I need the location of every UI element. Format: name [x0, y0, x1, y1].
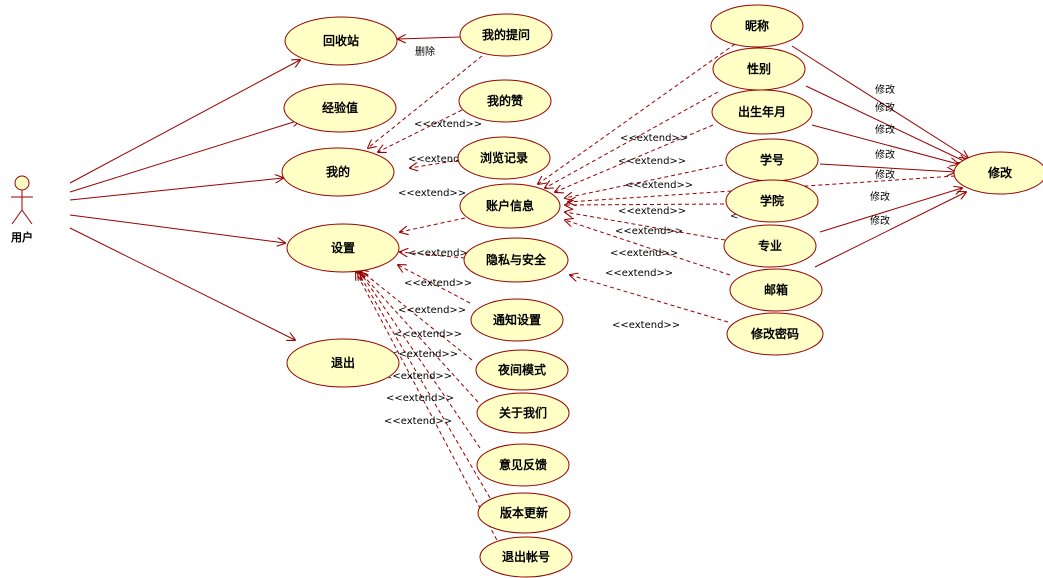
use-case-college[interactable]: 学院	[725, 179, 819, 223]
svg-text:<<extend>>: <<extend>>	[384, 416, 452, 427]
use-case-student-id[interactable]: 学号	[725, 138, 819, 182]
svg-text:<<extend>>: <<extend>>	[398, 305, 466, 316]
svg-text:修改: 修改	[870, 214, 890, 227]
use-case-my-likes[interactable]: 我的赞	[458, 79, 552, 123]
use-case-history[interactable]: 浏览记录	[457, 136, 551, 180]
svg-text:<<extend>>: <<extend>>	[610, 248, 678, 259]
actor-associations	[69, 60, 300, 340]
actor-label: 用户	[11, 230, 33, 244]
extend-modify-account	[568, 175, 956, 202]
actor-user[interactable]: 用户	[11, 175, 33, 244]
use-case-modify[interactable]: 修改	[953, 151, 1043, 195]
use-case-notify[interactable]: 通知设置	[470, 298, 564, 342]
svg-text:修改: 修改	[875, 148, 895, 161]
svg-text:<<extend>>: <<extend>>	[605, 268, 673, 279]
use-case-privacy[interactable]: 隐私与安全	[463, 237, 569, 283]
extend-to-mine	[368, 55, 483, 232]
svg-text:修改: 修改	[875, 83, 895, 96]
svg-text:<<extend>>: <<extend>>	[408, 154, 476, 165]
use-case-account-info[interactable]: 账户信息	[459, 183, 561, 229]
use-case-experience[interactable]: 经验值	[283, 83, 397, 133]
use-case-email[interactable]: 邮箱	[729, 268, 823, 312]
svg-text:修改: 修改	[875, 168, 895, 181]
assoc-experience	[69, 120, 300, 193]
extend-to-settings	[356, 252, 501, 547]
svg-text:<<extend>>: <<extend>>	[386, 393, 454, 404]
assoc-recycle	[69, 60, 300, 184]
use-case-update[interactable]: 版本更新	[477, 492, 571, 534]
svg-text:<<extend>>: <<extend>>	[620, 133, 688, 144]
use-case-feedback[interactable]: 意见反馈	[476, 443, 570, 487]
svg-text:修改: 修改	[875, 101, 895, 114]
delete-label: 删除	[415, 45, 435, 58]
assoc-mine	[69, 178, 283, 201]
svg-text:<<extend>>: <<extend>>	[390, 349, 458, 360]
modify-labels: 修改 修改 修改 修改 修改 修改 修改	[870, 83, 895, 227]
svg-text:<<extend>>: <<extend>>	[404, 278, 472, 289]
svg-text:<<extend>>: <<extend>>	[615, 226, 683, 237]
svg-text:<<extend>>: <<extend>>	[618, 156, 686, 167]
delete-relation	[398, 37, 461, 39]
use-case-gender[interactable]: 性别	[712, 47, 806, 91]
use-case-recycle[interactable]: 回收站	[284, 16, 398, 66]
extend-to-account	[538, 43, 736, 276]
use-case-night-mode[interactable]: 夜间模式	[475, 349, 569, 391]
modify-relations	[791, 45, 968, 268]
use-case-change-password[interactable]: 修改密码	[726, 312, 824, 356]
svg-text:<<extend>>: <<extend>>	[414, 119, 482, 130]
use-case-nickname[interactable]: 昵称	[710, 4, 804, 48]
use-case-birth[interactable]: 出生年月	[711, 89, 813, 135]
extend-password-privacy	[570, 275, 729, 323]
svg-text:<<extend>>: <<extend>>	[398, 188, 466, 199]
assoc-settings	[69, 214, 285, 243]
svg-text:修改: 修改	[875, 123, 895, 136]
svg-text:<<extend>>: <<extend>>	[408, 248, 476, 259]
use-case-mine[interactable]: 我的	[281, 147, 395, 197]
use-case-about[interactable]: 关于我们	[476, 392, 570, 434]
assoc-logout	[69, 227, 295, 340]
svg-text:修改: 修改	[870, 190, 890, 203]
use-case-settings[interactable]: 设置	[286, 223, 400, 273]
svg-text:<<extend>>: <<extend>>	[625, 180, 693, 191]
svg-text:<<extend>>: <<extend>>	[384, 371, 452, 382]
use-case-logout[interactable]: 退出	[286, 338, 400, 388]
use-case-major[interactable]: 专业	[723, 224, 817, 268]
svg-text:<<extend>>: <<extend>>	[618, 206, 686, 217]
use-case-my-questions[interactable]: 我的提问	[459, 13, 553, 57]
svg-text:<<extend>>: <<extend>>	[612, 320, 680, 331]
extend-labels: <<extend>> <<extend>> <<extend>> <<exten…	[384, 119, 798, 427]
svg-text:<<extend>>: <<extend>>	[394, 329, 462, 340]
use-case-logout-account[interactable]: 退出帐号	[479, 536, 573, 578]
